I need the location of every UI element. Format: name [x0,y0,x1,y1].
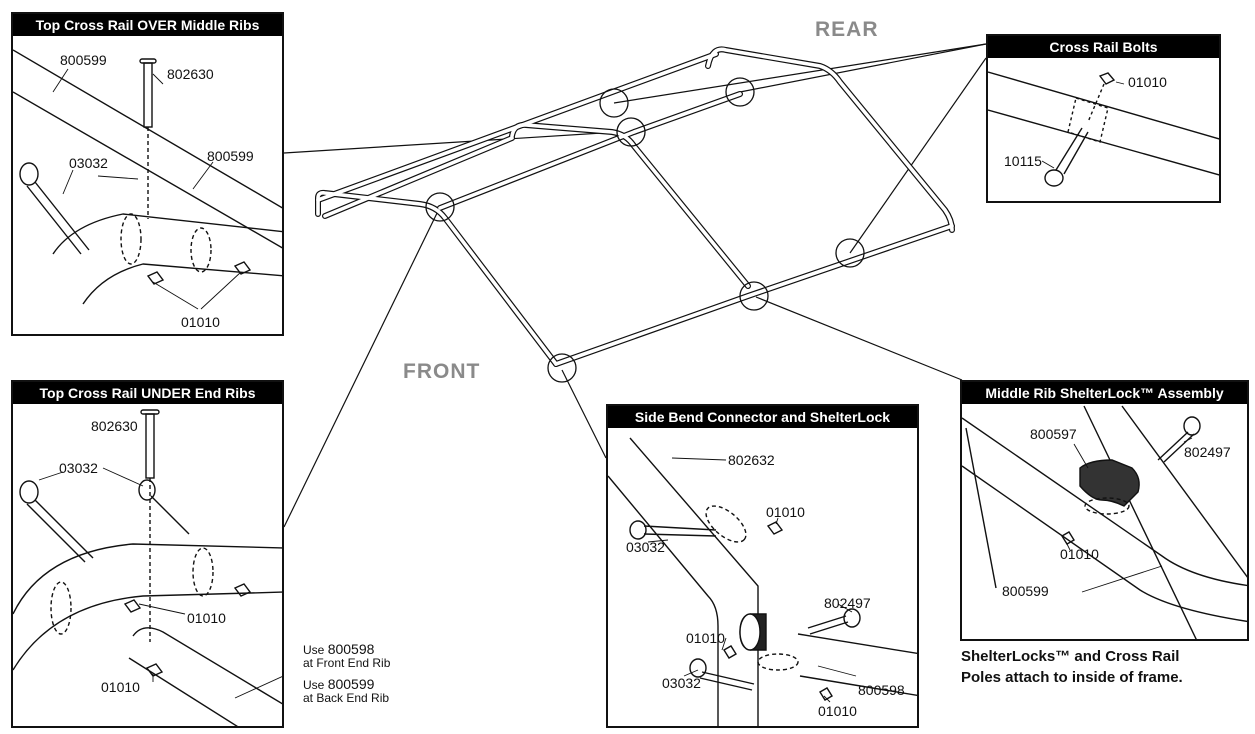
part-label: 03032 [69,155,108,171]
part-label: 01010 [818,703,857,719]
panel-title: Top Cross Rail OVER Middle Ribs [13,14,282,36]
part-label: 01010 [187,610,226,626]
leader-line [561,369,607,459]
leader-line [849,57,987,254]
callout-circle [739,281,769,311]
part-label: 03032 [59,460,98,476]
leader-line [283,131,619,154]
part-label: 03032 [626,539,665,555]
panel-under-end-ribs: Top Cross Rail UNDER End Ribs [11,380,284,728]
footnote-line-1: ShelterLocks™ and Cross Rail [961,648,1180,665]
panel-over-middle-ribs: Top Cross Rail OVER Middle Ribs [11,12,284,336]
part-label: 10115 [1004,153,1042,169]
leader-line [283,206,441,528]
rear-label: REAR [815,18,879,41]
part-label: 802497 [824,595,871,611]
use-note-suffix: at Back End Rib [303,691,390,705]
part-label: 802630 [91,418,138,434]
part-label: 01010 [101,679,140,695]
side-bend-illustration [608,437,917,726]
part-label: 800598 [858,682,905,698]
use-note-suffix: at Front End Rib [303,656,391,670]
panel-title: Middle Rib ShelterLock™ Assembly [962,382,1247,404]
use-note-part: 800598 [327,641,375,657]
callout-circle [725,77,755,107]
panel-side-bend: Side Bend Connector and ShelterLock [606,404,919,728]
use-note-prefix: Use [303,643,328,657]
part-label: 802630 [167,66,214,82]
footnote: ShelterLocks™ and Cross Rail Poles attac… [961,646,1183,688]
callout-circle [547,353,577,383]
part-label: 01010 [1060,546,1099,562]
leader-line [739,43,987,93]
under-ribs-illustration [13,409,282,726]
middle-rib-illustration [962,405,1247,639]
part-label: 03032 [662,675,701,691]
leader-line [755,296,963,381]
callout-circle [835,238,865,268]
leader-line [613,43,987,104]
front-label: FRONT [403,360,481,383]
part-label: 01010 [766,504,805,520]
part-label: 800597 [1030,426,1077,442]
panel-cross-rail-bolts: Cross Rail Bolts 01010 10115 [986,34,1221,203]
panel-title: Top Cross Rail UNDER End Ribs [13,382,282,404]
cross-rail-bolts-illustration [988,71,1219,187]
part-label: 802497 [1184,444,1231,460]
use-note-back: Use 800599 at Back End Rib [303,676,390,705]
callout-circle [425,192,455,222]
panel-middle-rib: Middle Rib ShelterLock™ Assembly 800597 … [960,380,1249,641]
callout-circle [616,117,646,147]
footnote-line-2: Poles attach to inside of frame. [961,669,1183,686]
over-ribs-illustration [13,49,282,310]
part-label: 01010 [1128,74,1167,90]
use-note-front: Use 800598 at Front End Rib [303,641,391,670]
part-label: 800599 [207,148,254,164]
use-note-prefix: Use [303,678,328,692]
part-label: 01010 [181,314,220,330]
part-label: 802632 [728,452,775,468]
part-label: 800599 [1002,583,1049,599]
callout-circle [599,88,629,118]
part-label: 800599 [60,52,107,68]
use-note-part: 800599 [327,676,375,692]
part-label: 01010 [686,630,725,646]
panel-title: Side Bend Connector and ShelterLock [608,406,917,428]
panel-title: Cross Rail Bolts [988,36,1219,58]
